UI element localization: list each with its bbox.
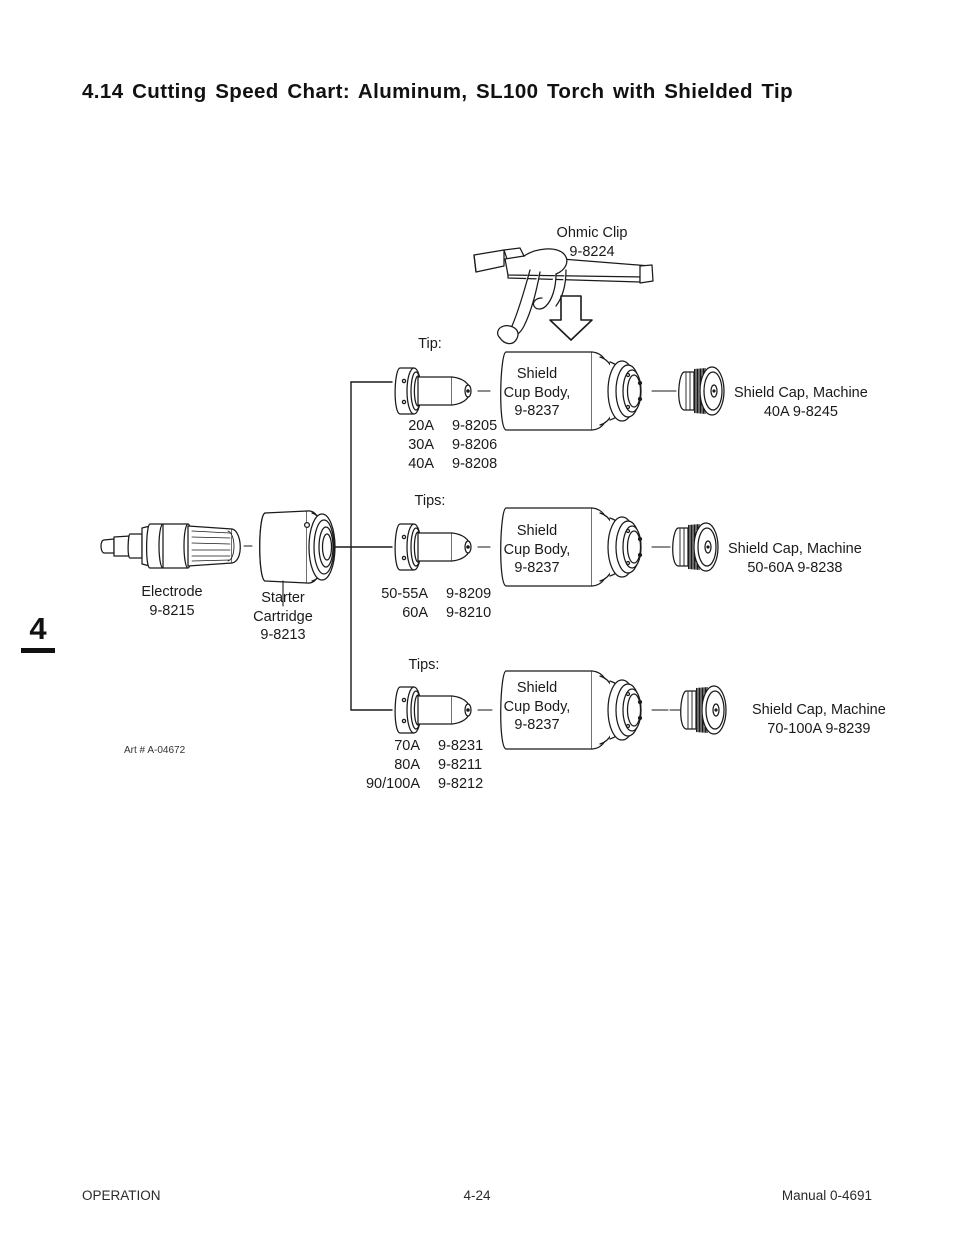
shield-cup-body-label-row-2: Shield Cup Body, 9-8237 (503, 523, 571, 576)
tip-heading-row-2: Tips: (414, 493, 446, 509)
tip-part-number: 9-8212 (438, 776, 484, 792)
tip-part-number: 9-8209 (446, 586, 492, 602)
footer-page-number: 4-24 (463, 1188, 491, 1203)
tip-amps: 70A (394, 738, 420, 754)
tip-part-row: 90/100A 9-8212 (348, 775, 483, 794)
tip-part-list-row-3: 70A 9-8231 80A 9-8211 90/100A 9-8212 (348, 737, 483, 794)
tip-part-number: 9-8205 (452, 418, 498, 434)
tip-heading-row-1: Tip: (418, 336, 442, 352)
starter-cartridge-drawing (259, 510, 349, 607)
shield-cap-drawing-row-1 (665, 366, 725, 416)
tip-part-number: 9-8210 (446, 605, 492, 621)
shield-cap-title: Shield Cap, Machine (734, 385, 868, 401)
tip-part-number: 9-8206 (452, 437, 498, 453)
shield-cap-rating: 40A 9-8245 (763, 403, 838, 420)
tip-part-number: 9-8231 (438, 738, 484, 754)
page-footer: OPERATION 4-24 Manual 0-4691 (82, 1188, 872, 1203)
electrode-drawing (100, 523, 253, 569)
tip-amps: 80A (394, 757, 420, 773)
shield-cap-rating: 50-60A 9-8238 (747, 559, 843, 576)
tip-drawing-row-2 (394, 523, 491, 571)
shield-cup-body-label-row-3: Shield Cup Body, 9-8237 (503, 680, 571, 733)
shield-cap-label-row-2: Shield Cap, Machine 50-60A 9-8238 (728, 540, 862, 577)
tip-part-row: 20A 9-8205 (362, 417, 497, 436)
ohmic-clip-label: Ohmic Clip 9-8224 (556, 225, 628, 260)
shield-cap-drawing-row-3 (669, 685, 727, 735)
chapter-marker: 4 (18, 612, 58, 653)
tip-part-number: 9-8211 (438, 757, 483, 773)
shield-cap-rating: 70-100A 9-8239 (767, 720, 871, 737)
shield-cap-title: Shield Cap, Machine (728, 541, 862, 557)
tip-amps: 20A (408, 418, 434, 434)
branch-bracket (335, 381, 393, 711)
footer-section-label: OPERATION (82, 1188, 161, 1203)
tip-amps: 50-55A (381, 586, 428, 602)
chapter-number: 4 (29, 611, 47, 646)
tip-part-row: 60A 9-8210 (356, 604, 491, 623)
shield-cup-body-drawing-row-1 (500, 351, 667, 431)
page-title: 4.14 Cutting Speed Chart: Aluminum, SL10… (82, 80, 794, 103)
tip-part-row: 80A 9-8211 (348, 756, 483, 775)
tip-amps: 60A (402, 605, 428, 621)
tip-drawing-row-3 (394, 686, 493, 734)
chapter-rule (21, 648, 55, 653)
tip-heading-row-3: Tips: (408, 657, 440, 673)
tip-amps: 90/100A (365, 776, 420, 792)
tip-part-row: 50-55A 9-8209 (356, 585, 491, 604)
tip-part-row: 40A 9-8208 (362, 455, 497, 474)
tip-part-row: 30A 9-8206 (362, 436, 497, 455)
down-arrow-icon (549, 295, 593, 341)
shield-cup-body-drawing-row-2 (500, 507, 667, 587)
shield-cap-title: Shield Cap, Machine (752, 702, 886, 718)
tip-part-list-row-1: 20A 9-8205 30A 9-8206 40A 9-8208 (362, 417, 497, 474)
footer-manual-number: Manual 0-4691 (781, 1188, 872, 1203)
tip-drawing-row-1 (394, 367, 491, 415)
tip-amps: 30A (408, 437, 434, 453)
electrode-label: Electrode 9-8215 (141, 584, 203, 619)
tip-part-list-row-2: 50-55A 9-8209 60A 9-8210 (356, 585, 491, 623)
tip-part-row: 70A 9-8231 (348, 737, 483, 756)
shield-cap-label-row-3: Shield Cap, Machine 70-100A 9-8239 (752, 701, 886, 738)
shield-cap-drawing-row-2 (659, 522, 719, 572)
shield-cup-body-label-row-1: Shield Cup Body, 9-8237 (503, 366, 571, 419)
tip-part-number: 9-8208 (452, 456, 498, 472)
shield-cap-label-row-1: Shield Cap, Machine 40A 9-8245 (734, 384, 868, 421)
starter-cartridge-label: Starter Cartridge 9-8213 (253, 590, 313, 643)
tip-amps: 40A (408, 456, 434, 472)
art-number: Art # A-04672 (124, 745, 186, 756)
ohmic-clip-drawing (473, 247, 654, 345)
shield-cup-body-drawing-row-3 (500, 670, 669, 750)
